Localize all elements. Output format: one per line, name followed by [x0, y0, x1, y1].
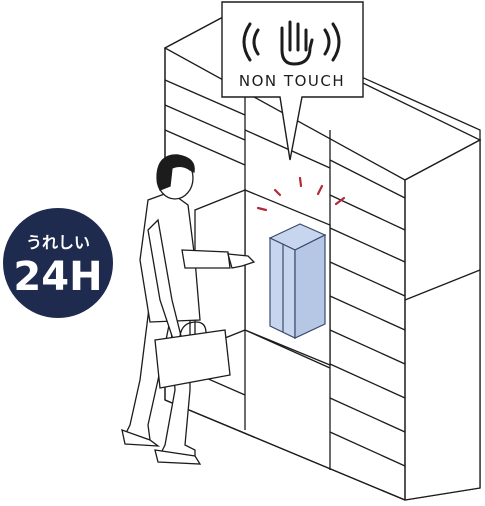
hand-wave-icon — [242, 20, 341, 66]
non-touch-bubble: NON TOUCH — [221, 1, 364, 161]
sensor-marks — [256, 176, 346, 212]
badge-main-text: 24H — [13, 254, 102, 300]
parcel-box — [268, 223, 327, 339]
24h-badge: うれしい 24H — [3, 208, 113, 318]
person-walking — [121, 154, 256, 465]
badge-top-text: うれしい — [26, 233, 90, 252]
non-touch-label: NON TOUCH — [239, 72, 345, 90]
